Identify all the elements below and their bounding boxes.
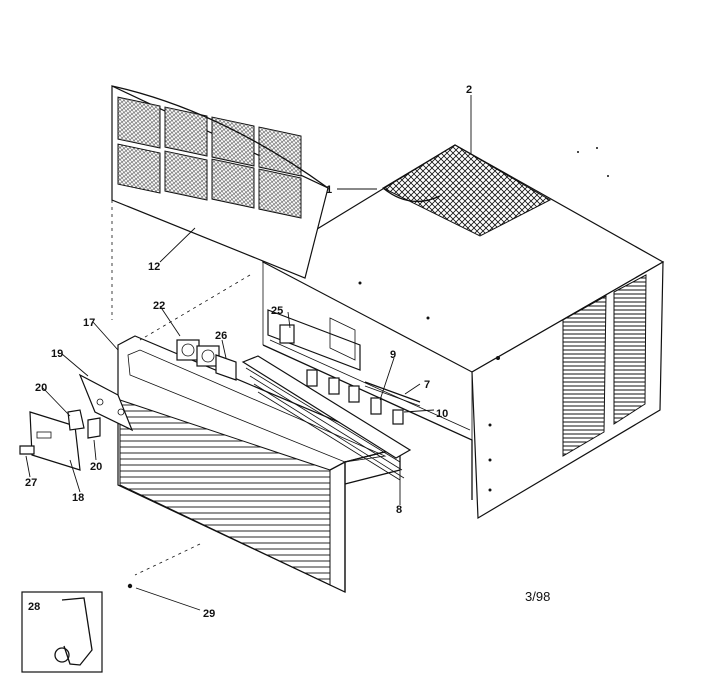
callout-28: 28 xyxy=(28,601,40,613)
hinge-20 xyxy=(67,409,101,439)
callout-17: 17 xyxy=(83,317,95,329)
front-panel xyxy=(78,335,402,593)
callout-26: 26 xyxy=(215,330,227,342)
switch-knobs-22 xyxy=(176,339,220,367)
tab-27 xyxy=(19,445,35,455)
inset-box-28 xyxy=(21,591,103,673)
screw-29 xyxy=(127,583,133,589)
callout-8: 8 xyxy=(396,504,402,516)
callout-27: 27 xyxy=(25,477,37,489)
callout-7: 7 xyxy=(424,379,430,391)
callout-labels: 1 2 7 8 9 10 12 17 18 19 20 20 22 25 26 … xyxy=(25,84,472,620)
callout-12: 12 xyxy=(148,261,160,273)
callout-1: 1 xyxy=(326,184,332,196)
clips-9 xyxy=(306,369,404,425)
date-code: 3/98 xyxy=(525,589,550,604)
side-bracket-18 xyxy=(29,411,81,471)
callout-2: 2 xyxy=(466,84,472,96)
callout-25: 25 xyxy=(271,305,283,317)
callout-10: 10 xyxy=(436,408,448,420)
callout-9: 9 xyxy=(390,349,396,361)
cabinet-wrapper xyxy=(261,144,665,520)
callout-18: 18 xyxy=(72,492,84,504)
callout-22: 22 xyxy=(153,300,165,312)
bracket-26 xyxy=(215,354,237,381)
side-louvers-right xyxy=(613,274,647,425)
air-filter xyxy=(111,85,329,279)
side-louvers-left xyxy=(562,295,607,457)
leader-lines xyxy=(25,95,472,611)
callout-20a: 20 xyxy=(35,382,47,394)
louver-assembly xyxy=(241,355,412,481)
callout-19: 19 xyxy=(51,348,63,360)
rod-7 xyxy=(364,381,421,407)
callout-20b: 20 xyxy=(90,461,102,473)
rear-grille xyxy=(381,144,552,237)
front-grille xyxy=(119,399,331,586)
clip-25 xyxy=(279,324,295,344)
callout-29: 29 xyxy=(203,608,215,620)
